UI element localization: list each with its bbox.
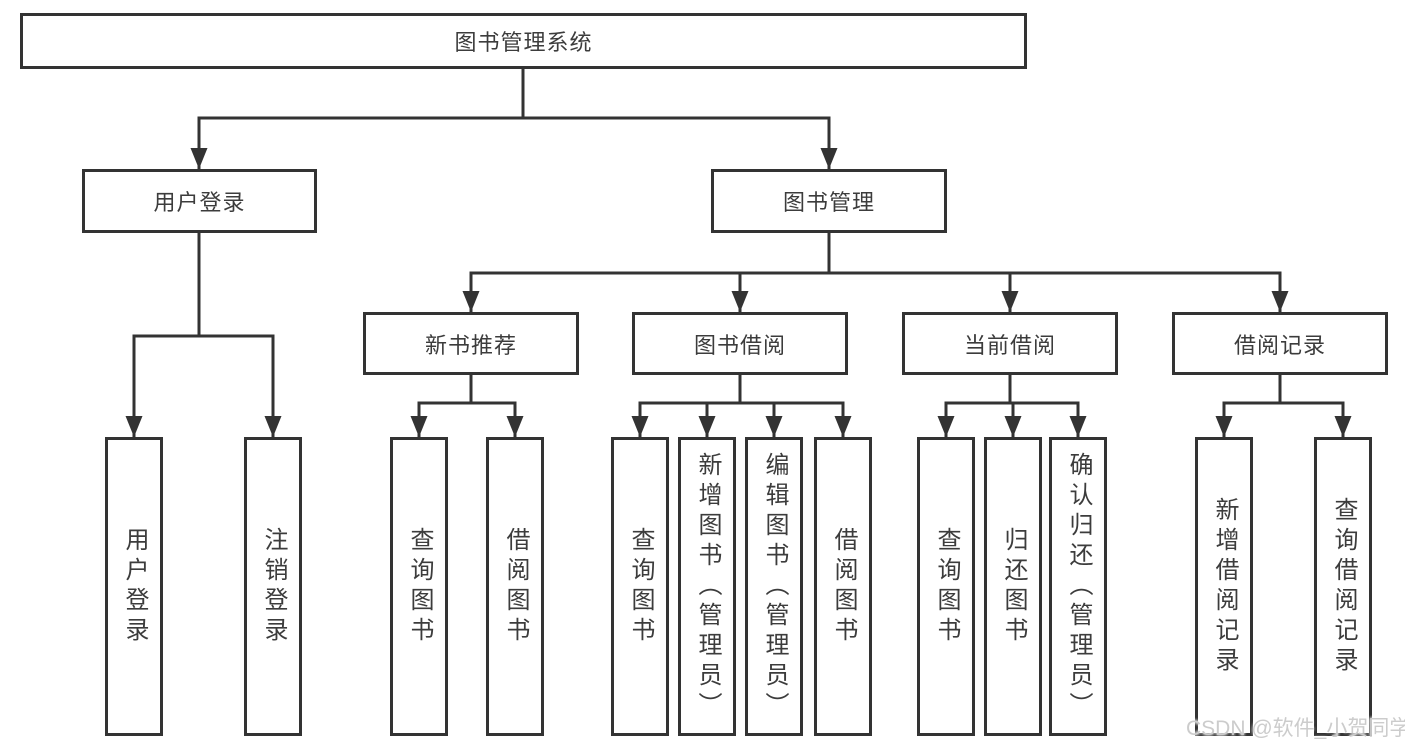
leaf-logout: 注销登录 <box>244 437 302 736</box>
node-new-book-recommendation-label: 新书推荐 <box>424 332 517 358</box>
leaf-edit-book-admin-label: 编辑图书（管理员） <box>761 451 788 722</box>
leaf-query-books-current: 查询图书 <box>917 437 975 736</box>
leaf-query-borrow-record: 查询借阅记录 <box>1314 437 1372 736</box>
node-book-management-label: 图书管理 <box>782 190 875 215</box>
node-borrow-records: 借阅记录 <box>1172 312 1388 375</box>
leaf-borrow-books-borrowing: 借阅图书 <box>814 437 872 736</box>
node-borrow-records-label: 借阅记录 <box>1233 332 1326 358</box>
leaf-query-borrow-record-label: 查询借阅记录 <box>1330 496 1357 677</box>
leaf-return-books: 归还图书 <box>984 437 1042 736</box>
node-user-login: 用户登录 <box>82 169 317 233</box>
leaf-borrow-books-newbook: 借阅图书 <box>486 437 544 736</box>
leaf-edit-book-admin: 编辑图书（管理员） <box>745 437 803 736</box>
node-user-login-label: 用户登录 <box>153 190 246 215</box>
node-book-management: 图书管理 <box>711 169 947 233</box>
leaf-user-login: 用户登录 <box>105 437 163 736</box>
leaf-borrow-books-borrowing-label: 借阅图书 <box>830 526 857 647</box>
leaf-query-books-current-label: 查询图书 <box>933 526 960 647</box>
leaf-confirm-return-admin-label: 确认归还（管理员） <box>1065 451 1092 722</box>
node-current-borrowing-label: 当前借阅 <box>963 332 1056 358</box>
node-current-borrowing: 当前借阅 <box>902 312 1118 375</box>
leaf-query-books-borrowing-label: 查询图书 <box>627 526 654 647</box>
node-root-label: 图书管理系统 <box>454 30 593 55</box>
leaf-add-borrow-record-label: 新增借阅记录 <box>1211 496 1238 677</box>
leaf-add-borrow-record: 新增借阅记录 <box>1195 437 1253 736</box>
leaf-logout-label: 注销登录 <box>260 526 287 647</box>
node-root: 图书管理系统 <box>20 13 1027 69</box>
leaf-query-books-borrowing: 查询图书 <box>611 437 669 736</box>
leaf-add-book-admin-label: 新增图书（管理员） <box>694 451 721 722</box>
leaf-user-login-label: 用户登录 <box>121 526 148 647</box>
node-new-book-recommendation: 新书推荐 <box>363 312 579 375</box>
node-book-borrowing-label: 图书借阅 <box>693 332 786 358</box>
leaf-borrow-books-newbook-label: 借阅图书 <box>502 526 529 647</box>
leaf-query-books-newbook: 查询图书 <box>390 437 448 736</box>
node-book-borrowing: 图书借阅 <box>632 312 848 375</box>
leaf-add-book-admin: 新增图书（管理员） <box>678 437 736 736</box>
leaf-return-books-label: 归还图书 <box>1000 526 1027 647</box>
leaf-query-books-newbook-label: 查询图书 <box>406 526 433 647</box>
watermark: CSDN @软件_小贺同学 <box>1186 717 1405 740</box>
leaf-confirm-return-admin: 确认归还（管理员） <box>1049 437 1107 736</box>
